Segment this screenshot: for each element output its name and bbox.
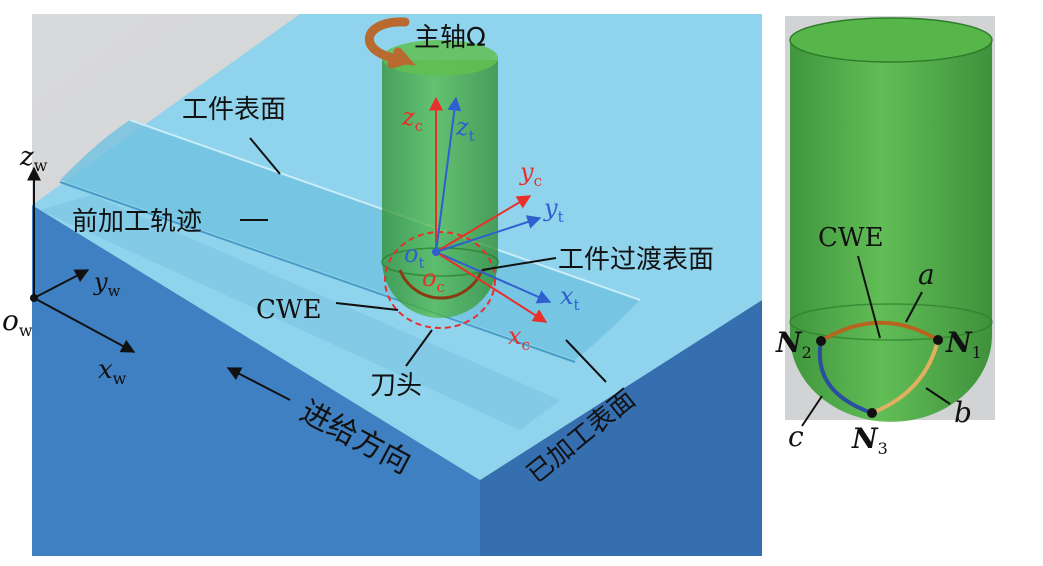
right-panel: CWE a b c N1 N2 N3 xyxy=(775,16,995,458)
cutter-detail-top xyxy=(789,17,993,63)
origin-ow-dot xyxy=(30,294,38,302)
label-transition-surface: 工件过渡表面 xyxy=(558,245,714,275)
spindle-label: 主轴Ω xyxy=(414,23,486,53)
detail-leader-c xyxy=(801,395,823,427)
spindle-rotation-arrow xyxy=(364,17,416,69)
label-previous-path: 前加工轨迹 xyxy=(72,207,202,237)
label-zw: zw xyxy=(19,142,48,175)
axis-xt xyxy=(435,251,552,304)
machined-groove xyxy=(40,195,560,430)
arc-a xyxy=(819,320,940,343)
point-n1 xyxy=(933,335,943,345)
workpiece-front-face xyxy=(480,300,762,556)
detail-label-a: a xyxy=(918,258,935,291)
cwe-curve-left xyxy=(398,269,484,300)
detail-label-c: c xyxy=(788,420,804,453)
feed-direction-arrow xyxy=(226,367,291,401)
label-yw: yw xyxy=(93,268,121,300)
axis-yt xyxy=(435,215,542,253)
label-zt: zt xyxy=(455,113,475,145)
arc-b xyxy=(871,339,940,415)
detail-leader-cwe xyxy=(857,255,881,339)
label-zc: zc xyxy=(401,103,423,135)
detail-label-b: b xyxy=(954,396,972,429)
detail-leader-a xyxy=(905,291,923,323)
axis-yw xyxy=(33,269,90,299)
detail-label-n1: N1 xyxy=(945,326,982,362)
axis-zt xyxy=(435,96,462,253)
label-workpiece-surface: 工件表面 xyxy=(182,95,286,125)
axis-xw xyxy=(33,297,136,353)
label-oc: oc xyxy=(422,264,445,296)
detail-label-n3: N3 xyxy=(851,422,888,458)
label-xw: xw xyxy=(98,355,127,388)
workpiece-left-face xyxy=(32,205,480,556)
leader-workpiece-surface xyxy=(249,137,281,175)
cutter-body xyxy=(382,60,498,318)
point-n3 xyxy=(867,408,877,418)
label-xc: xc xyxy=(508,322,530,354)
leader-transition-surface xyxy=(481,257,557,271)
point-n2 xyxy=(816,336,826,346)
previous-path-groove xyxy=(60,120,640,360)
cutter-detail-rim xyxy=(789,303,993,341)
cutter-detail-body xyxy=(790,40,992,422)
label-ot: ot xyxy=(404,240,424,272)
left-panel: 主轴Ω zc zt yc yt xt xc ot oc zw yw xw ow … xyxy=(2,14,762,556)
cwe-dashed-boundary xyxy=(384,231,496,329)
label-cutter-head: 刀头 xyxy=(370,371,422,401)
detail-label-cwe: CWE xyxy=(818,223,884,253)
label-yt: yt xyxy=(543,194,564,226)
label-cwe: CWE xyxy=(256,295,322,325)
groove-edge-1 xyxy=(59,181,576,363)
cutter-tool xyxy=(381,40,499,329)
leader-cwe xyxy=(335,302,399,311)
detail-leader-b xyxy=(925,387,951,405)
axis-yc xyxy=(435,195,532,253)
label-ow: ow xyxy=(2,304,33,340)
arc-c xyxy=(817,340,873,415)
leader-cutter-head xyxy=(405,329,433,367)
axis-xc xyxy=(435,251,548,323)
label-xt: xt xyxy=(560,282,580,314)
detail-label-n2: N2 xyxy=(775,326,812,362)
cutter-ball-rim xyxy=(381,247,499,277)
leader-machined-surface xyxy=(565,339,607,383)
label-yc: yc xyxy=(519,158,542,190)
cutter-top xyxy=(382,40,498,76)
origin-ot-dot xyxy=(432,248,440,256)
